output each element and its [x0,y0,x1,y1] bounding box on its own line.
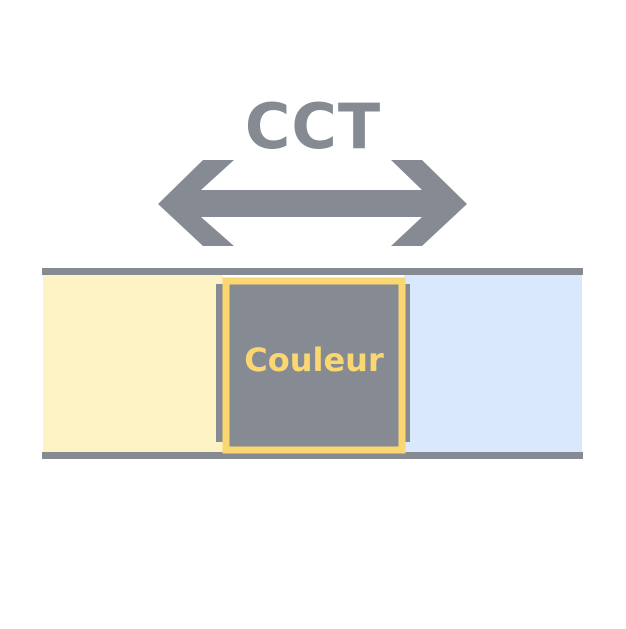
color-label: Couleur [244,341,384,379]
cool-color-band [404,272,582,455]
double-headed-arrow-icon [158,160,467,246]
color-box [222,277,406,454]
strip-top-border [42,268,583,275]
warm-color-band [43,272,223,455]
color-box-shadow-left [216,284,226,442]
strip-bottom-border [42,452,583,459]
cct-label: CCT [244,90,382,163]
